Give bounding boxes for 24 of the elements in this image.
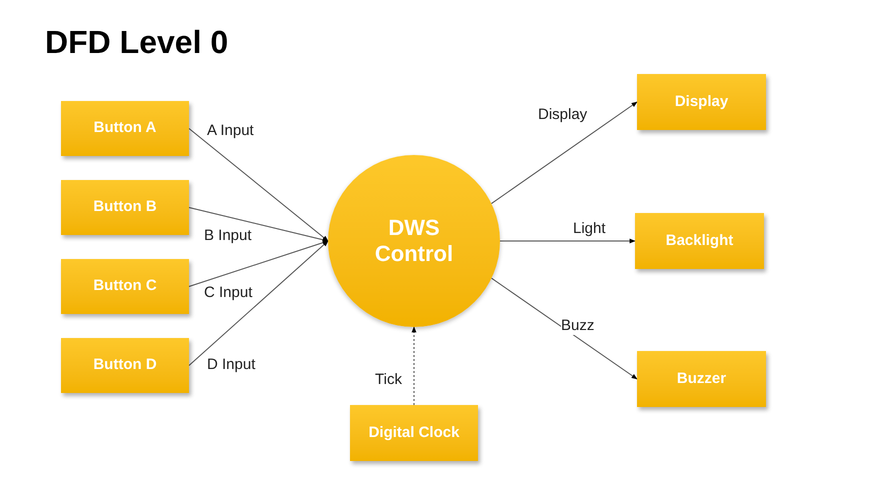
- edge-label: Light: [573, 220, 606, 238]
- diagram-title: DFD Level 0: [45, 26, 228, 58]
- entity-box: Button A: [61, 101, 189, 156]
- edge-label: Buzz: [561, 317, 594, 335]
- edge-label: D Input: [207, 356, 256, 374]
- arrow: [188, 240, 329, 287]
- edge-label: Display: [538, 106, 588, 124]
- entity-box: Backlight: [635, 213, 764, 269]
- entity-box: Display: [637, 74, 766, 130]
- entity-box: Button D: [61, 338, 189, 393]
- arrow: [490, 102, 638, 204]
- arrow: [491, 278, 638, 380]
- entity-box: Button B: [61, 180, 189, 235]
- arrow: [188, 207, 329, 242]
- entity-box: Buzzer: [637, 351, 766, 407]
- entity-box: Button C: [61, 259, 189, 314]
- arrow: [500, 238, 636, 244]
- edge-label: A Input: [207, 122, 254, 140]
- arrow: [188, 240, 328, 366]
- edge-label: B Input: [204, 227, 252, 245]
- edge-label: C Input: [204, 284, 252, 302]
- entity-box: Digital Clock: [350, 405, 478, 461]
- arrow: [412, 326, 416, 406]
- arrow: [188, 128, 328, 242]
